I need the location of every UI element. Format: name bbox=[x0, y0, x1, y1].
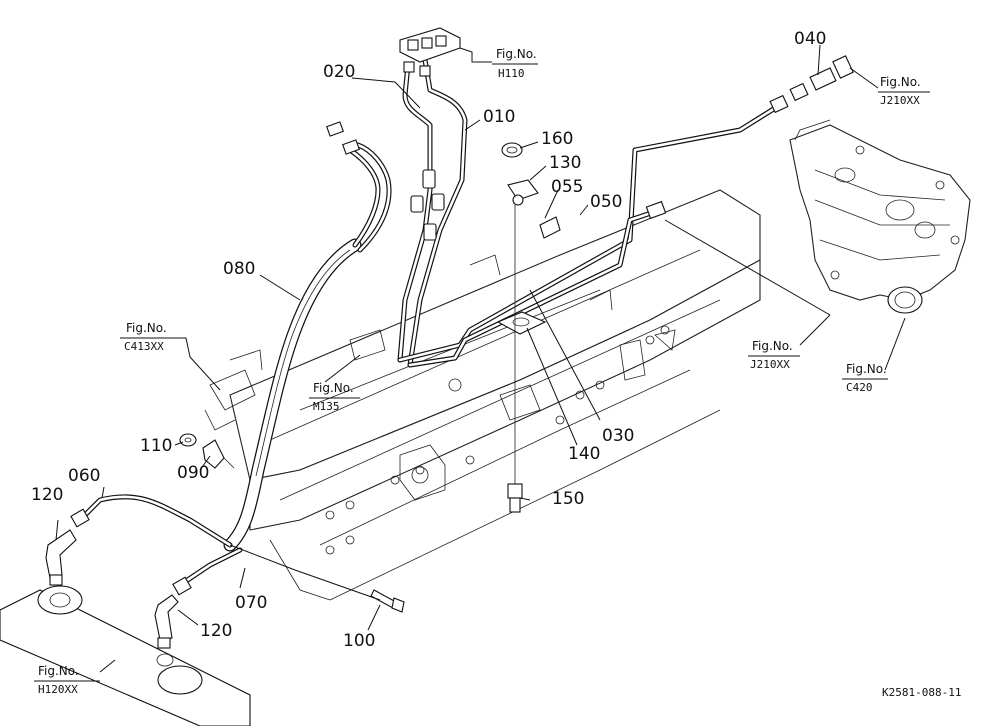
fig-ref-h120-title: Fig.No. bbox=[38, 664, 79, 678]
part-label-010: 010 bbox=[483, 107, 515, 127]
clamp-130 bbox=[507, 179, 539, 206]
fig-ref-j210-mid: Fig.No. J210XX bbox=[748, 339, 800, 371]
part-label-060: 060 bbox=[68, 466, 100, 486]
pipe-030-050 bbox=[397, 82, 809, 368]
fig-ref-c420-title: Fig.No. bbox=[846, 362, 887, 376]
part-label-020: 020 bbox=[323, 62, 355, 82]
fig-ref-c413: Fig.No. C413XX bbox=[120, 321, 191, 358]
pipe-010-020 bbox=[397, 27, 468, 368]
bolt-150 bbox=[507, 205, 523, 513]
fig-ref-m135-code: M135 bbox=[313, 400, 340, 413]
fitting-040 bbox=[809, 55, 854, 91]
part-label-030: 030 bbox=[602, 426, 634, 446]
part-label-110: 110 bbox=[140, 436, 172, 456]
clamp-090 bbox=[202, 439, 235, 469]
part-label-120-lower: 120 bbox=[200, 621, 232, 641]
part-number-labels: 020 010 160 130 055 050 040 080 030 140 … bbox=[31, 29, 826, 651]
fig-ref-h120: Fig.No. H120XX bbox=[34, 664, 100, 696]
bolt-100 bbox=[370, 589, 405, 613]
hose-080 bbox=[223, 121, 392, 552]
transmission-case bbox=[789, 119, 971, 314]
fig-ref-m135-title: Fig.No. bbox=[313, 381, 354, 395]
part-label-150: 150 bbox=[552, 489, 584, 509]
elbow-120-upper bbox=[45, 529, 77, 586]
fig-ref-h110-title: Fig.No. bbox=[496, 47, 537, 61]
pipe-060 bbox=[70, 494, 233, 548]
fig-ref-j210-top-code: J210XX bbox=[880, 94, 920, 107]
hydraulic-cylinder bbox=[0, 585, 251, 726]
elbow-120-lower bbox=[154, 594, 179, 649]
fig-ref-c413-title: Fig.No. bbox=[126, 321, 167, 335]
chassis-frame bbox=[229, 189, 761, 601]
fig-ref-j210-mid-title: Fig.No. bbox=[752, 339, 793, 353]
fig-ref-h110-code: H110 bbox=[498, 67, 525, 80]
figure-references: Fig.No. H110 Fig.No. J210XX Fig.No. J210… bbox=[34, 47, 930, 696]
part-label-080: 080 bbox=[223, 259, 255, 279]
fig-ref-h110: Fig.No. H110 bbox=[492, 47, 538, 80]
fig-ref-j210-top-title: Fig.No. bbox=[880, 75, 921, 89]
plate-140 bbox=[496, 311, 547, 335]
part-label-130: 130 bbox=[549, 153, 581, 173]
drawing-code: K2581-088-11 bbox=[882, 686, 961, 699]
fig-ref-c420: Fig.No. C420 bbox=[842, 362, 888, 394]
fig-ref-c420-code: C420 bbox=[846, 381, 873, 394]
fig-ref-h120-code: H120XX bbox=[38, 683, 78, 696]
part-label-055: 055 bbox=[551, 177, 583, 197]
fig-ref-m135: Fig.No. M135 bbox=[309, 381, 360, 413]
part-label-100: 100 bbox=[343, 631, 375, 651]
part-label-070: 070 bbox=[235, 593, 267, 613]
clamp-110 bbox=[179, 433, 197, 447]
part-label-090: 090 bbox=[177, 463, 209, 483]
fig-ref-j210-top: Fig.No. J210XX bbox=[878, 75, 930, 107]
part-label-050: 050 bbox=[590, 192, 622, 212]
pipe-070 bbox=[172, 547, 243, 596]
mounting-bracket bbox=[204, 349, 263, 431]
part-label-040: 040 bbox=[794, 29, 826, 49]
leader-lines bbox=[55, 44, 906, 673]
fig-ref-c413-code: C413XX bbox=[124, 340, 164, 353]
fig-ref-j210-mid-code: J210XX bbox=[750, 358, 790, 371]
spacer-055 bbox=[539, 216, 561, 239]
part-label-140: 140 bbox=[568, 444, 600, 464]
part-label-160: 160 bbox=[541, 129, 573, 149]
part-label-120-upper: 120 bbox=[31, 485, 63, 505]
grommet-160 bbox=[501, 142, 523, 158]
